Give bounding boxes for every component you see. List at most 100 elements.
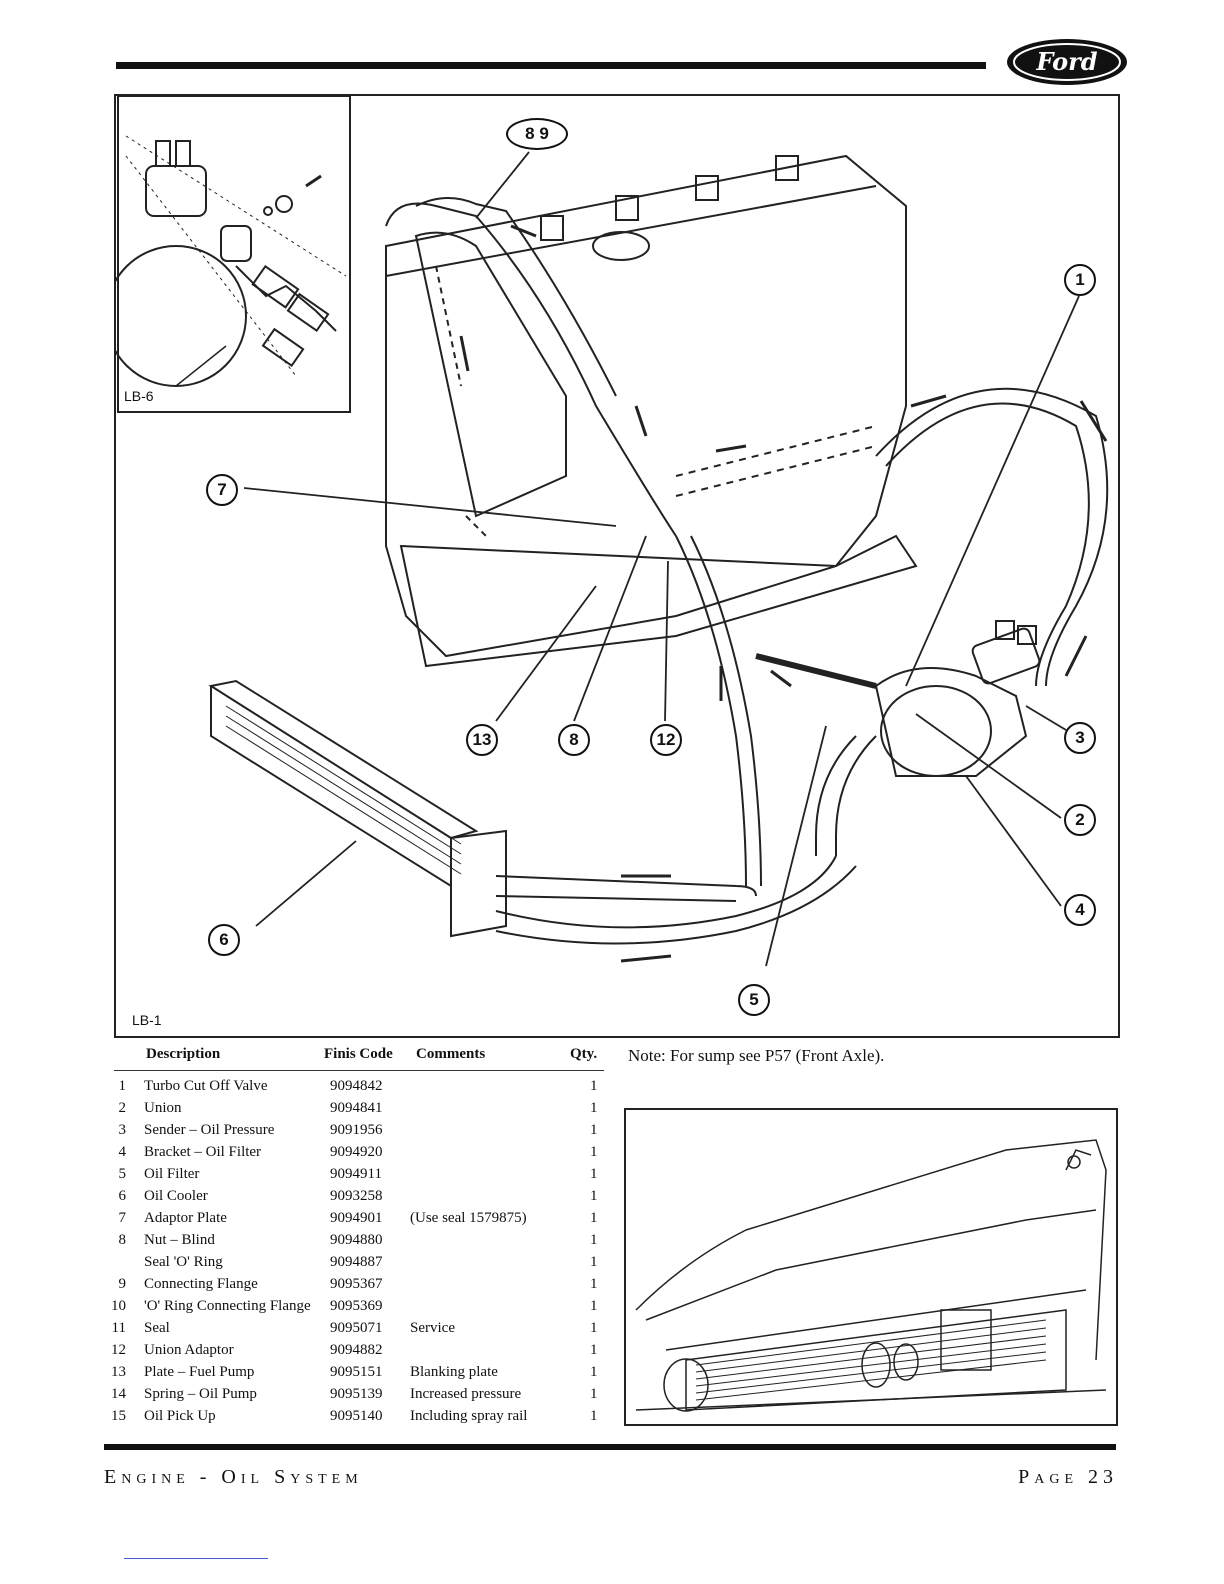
part-description: Oil Pick Up (144, 1408, 216, 1424)
oil-system-diagram: 8 9 1 7 13 8 12 3 2 4 5 6 LB-6 LB-1 (114, 94, 1120, 1038)
finis-code: 9095071 (330, 1320, 383, 1336)
part-description: Turbo Cut Off Valve (144, 1078, 268, 1094)
section-title: Engine - Oil System (104, 1466, 363, 1488)
finis-code: 9094842 (330, 1078, 383, 1094)
part-number: 1 (118, 1078, 127, 1094)
part-number: 5 (118, 1166, 127, 1182)
finis-code: 9095139 (330, 1386, 383, 1402)
header-rule (116, 62, 986, 69)
callout-8: 8 (558, 724, 590, 756)
table-header-rule (114, 1070, 604, 1071)
part-number: 2 (118, 1100, 127, 1116)
callout-6: 6 (208, 924, 240, 956)
logo-text: Ford (1035, 47, 1097, 76)
finis-code: 9095369 (330, 1298, 383, 1314)
col-header-code: Finis Code (324, 1046, 393, 1062)
part-number: 12 (111, 1342, 126, 1358)
callout-9-10: 8 9 (506, 118, 568, 150)
finis-code: 9094841 (330, 1100, 383, 1116)
figure-label: LB-1 (132, 1012, 162, 1028)
part-description: 'O' Ring Connecting Flange (144, 1298, 311, 1314)
part-description: Connecting Flange (144, 1276, 258, 1292)
callout-7: 7 (206, 474, 238, 506)
part-description: Oil Cooler (144, 1188, 208, 1204)
callout-2: 2 (1064, 804, 1096, 836)
part-comment: Increased pressure (410, 1386, 522, 1402)
col-header-comments: Comments (416, 1046, 486, 1062)
page-number: Page 23 (1018, 1466, 1118, 1488)
part-number: 11 (111, 1320, 126, 1336)
finis-code: 9094901 (330, 1210, 383, 1226)
part-number: 9 (118, 1276, 127, 1292)
callout-12: 12 (650, 724, 682, 756)
finis-code: 9094911 (330, 1166, 382, 1182)
part-number: 3 (118, 1122, 127, 1138)
part-description: Adaptor Plate (144, 1210, 227, 1226)
ford-logo: Ford (1004, 36, 1130, 88)
part-qty: 1 (590, 1188, 598, 1204)
table-row: 3 Sender – Oil Pressure 9091956 1 (104, 1122, 604, 1144)
part-qty: 1 (590, 1210, 598, 1226)
part-number: 6 (118, 1188, 127, 1204)
col-header-description: Description (146, 1046, 221, 1062)
table-row: 11 Seal 9095071 Service 1 (104, 1320, 604, 1342)
finis-code: 9093258 (330, 1188, 383, 1204)
part-number: 13 (111, 1364, 126, 1380)
part-description: Union (144, 1100, 182, 1116)
finis-code: 9094882 (330, 1342, 383, 1358)
cooler-installation-photo (624, 1108, 1118, 1426)
finis-code: 9094920 (330, 1144, 383, 1160)
table-row: 6 Oil Cooler 9093258 1 (104, 1188, 604, 1210)
inset-label: LB-6 (124, 388, 154, 404)
callout-3: 3 (1064, 722, 1096, 754)
part-qty: 1 (590, 1364, 598, 1380)
part-qty: 1 (590, 1342, 598, 1358)
part-comment: Including spray rail (410, 1408, 528, 1424)
part-qty: 1 (590, 1166, 598, 1182)
part-qty: 1 (590, 1122, 598, 1138)
part-comment: (Use seal 1579875) (410, 1210, 527, 1226)
table-row: 15 Oil Pick Up 9095140 Including spray rail… (104, 1408, 604, 1430)
finis-code: 9094887 (330, 1254, 383, 1270)
table-row: Seal 'O' Ring 9094887 1 (104, 1254, 604, 1276)
part-number: 7 (118, 1210, 127, 1226)
table-row: 12 Union Adaptor 9094882 1 (104, 1342, 604, 1364)
part-comment: Blanking plate (410, 1364, 498, 1380)
part-number: 15 (111, 1408, 126, 1424)
finis-code: 9091956 (330, 1122, 383, 1138)
table-row: 13 Plate – Fuel Pump 9095151 Blanking plate… (104, 1364, 604, 1386)
part-qty: 1 (590, 1320, 598, 1336)
finis-code: 9095140 (330, 1408, 383, 1424)
footer-rule (104, 1444, 1116, 1450)
part-description: Union Adaptor (144, 1342, 234, 1358)
finis-code: 9094880 (330, 1232, 383, 1248)
part-description: Sender – Oil Pressure (144, 1122, 275, 1138)
part-qty: 1 (590, 1386, 598, 1402)
table-row: 8 Nut – Blind 9094880 1 (104, 1232, 604, 1254)
table-row: 9 Connecting Flange 9095367 1 (104, 1276, 604, 1298)
part-description: Plate – Fuel Pump (144, 1364, 255, 1380)
part-description: Seal 'O' Ring (144, 1254, 223, 1270)
part-qty: 1 (590, 1254, 598, 1270)
finis-code: 9095151 (330, 1364, 383, 1380)
part-description: Seal (144, 1320, 170, 1336)
part-description: Bracket – Oil Filter (144, 1144, 262, 1160)
callout-5: 5 (738, 984, 770, 1016)
part-comment: Service (410, 1320, 455, 1336)
part-qty: 1 (590, 1232, 598, 1248)
col-header-qty: Qty. (570, 1046, 598, 1062)
link-underline (124, 1558, 268, 1559)
part-description: Nut – Blind (144, 1232, 215, 1248)
callout-1: 1 (1064, 264, 1096, 296)
part-qty: 1 (590, 1408, 598, 1424)
part-qty: 1 (590, 1276, 598, 1292)
part-number: 8 (118, 1232, 127, 1248)
part-number: 14 (111, 1386, 126, 1402)
finis-code: 9095367 (330, 1276, 383, 1292)
